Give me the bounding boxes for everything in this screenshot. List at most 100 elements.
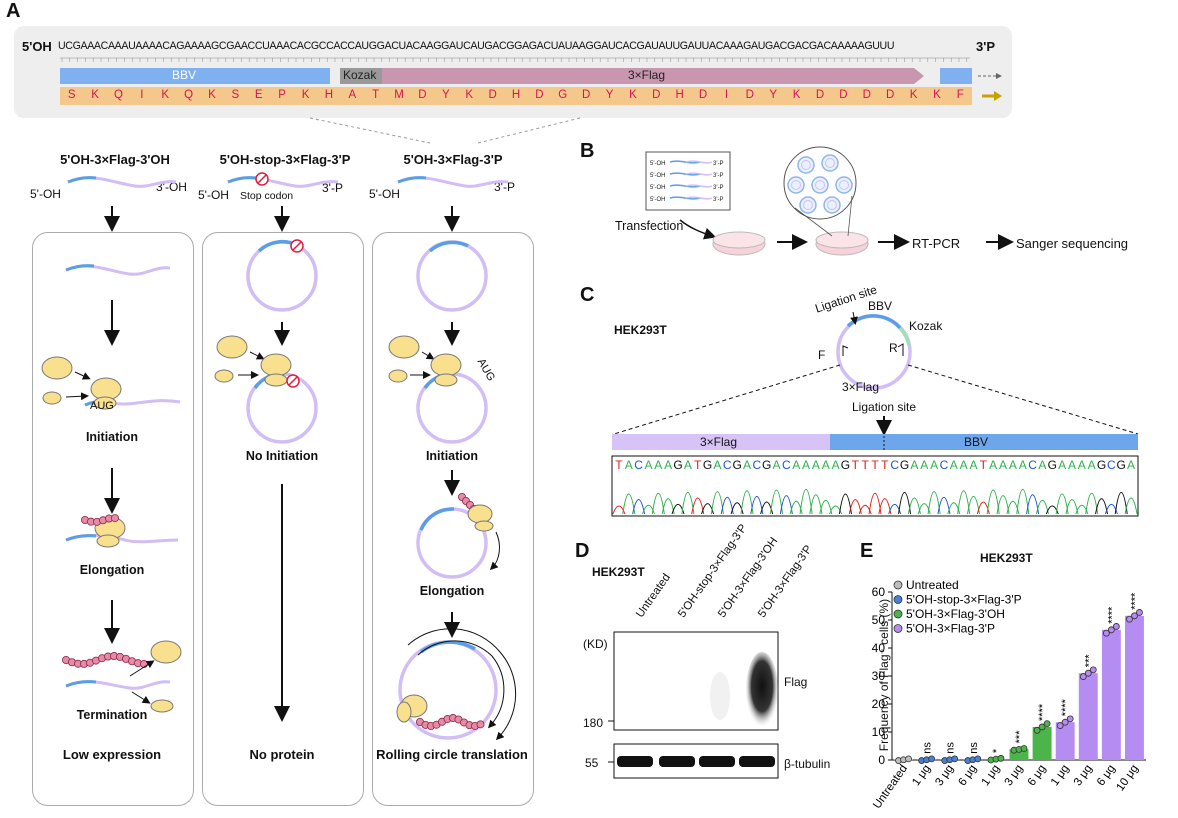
chromatogram-peak: [612, 505, 626, 515]
col3-step-elongation: Elongation: [419, 584, 485, 598]
x-tick-label: 1 μg: [980, 763, 1003, 788]
sequence-base: A: [772, 458, 781, 472]
bbv-seq-bar-label: BBV: [964, 435, 989, 449]
col1-result: Low expression: [62, 747, 162, 762]
cell-icon: [799, 196, 817, 214]
data-point: [1112, 623, 1120, 630]
data-point: [1033, 726, 1041, 734]
panel-c-label: C: [580, 284, 595, 306]
x-tick-label: 1 μg: [910, 763, 933, 788]
sequence-base: C: [890, 458, 900, 472]
chart-title: HEK293T: [980, 551, 1033, 565]
sequence-base: G: [732, 458, 742, 472]
strand-5-label: 5'-OH: [650, 197, 665, 203]
sequence-base: A: [949, 458, 958, 472]
bbv-circle-label: BBV: [868, 299, 893, 313]
ligation-site-label: Ligation site: [852, 400, 917, 414]
chromatogram-peak: [819, 499, 833, 515]
data-point: [905, 755, 912, 763]
data-point: [1066, 715, 1074, 723]
amino-acid: K: [465, 89, 474, 101]
amino-acid: K: [629, 89, 637, 101]
col2-left-end: 5'-OH: [198, 188, 229, 202]
sequence-base: G: [673, 458, 683, 472]
legend-marker: [893, 609, 903, 619]
amino-acid: Q: [184, 89, 194, 101]
sequence-base: A: [969, 458, 978, 472]
x-tick-label: 3 μg: [1072, 763, 1095, 788]
x-tick-label: 3 μg: [933, 763, 956, 788]
sequence-base: A: [654, 458, 663, 472]
col2-step-no-initiation: No Initiation: [245, 449, 319, 463]
x-tick-label: 6 μg: [1095, 763, 1118, 788]
x-tick-label: 1 μg: [1049, 763, 1072, 788]
sequence-base: A: [831, 458, 840, 472]
cell-icon: [811, 176, 829, 194]
marker-180: 180: [583, 716, 604, 730]
sequence-base: T: [881, 458, 889, 472]
amino-acid: M: [394, 89, 404, 101]
chromatogram-peak: [1104, 503, 1118, 515]
peptide-bead: [476, 720, 485, 729]
y-tick-label: 60: [872, 585, 886, 599]
flag-band-label: Flag: [784, 675, 808, 689]
chromatogram-peak: [1045, 505, 1059, 515]
chromatogram-peak: [760, 501, 774, 515]
col3-title: 5'OH-3×Flag-3'P: [403, 152, 503, 167]
sequence-base: T: [615, 458, 623, 472]
legend-marker: [893, 580, 903, 590]
cell-icon: [835, 176, 853, 194]
legend-marker: [893, 595, 903, 604]
sequence-base: G: [702, 458, 713, 472]
significance-label: ns: [945, 742, 957, 754]
amino-acid: S: [67, 89, 76, 101]
bar: [1009, 749, 1029, 760]
chromatogram-peak: [947, 502, 961, 515]
amino-acid: K: [792, 89, 801, 101]
x-tick-label: Untreated: [871, 763, 910, 811]
y-tick-label: 20: [872, 697, 886, 711]
sequence-base: A: [989, 458, 998, 472]
amino-acid: K: [91, 89, 99, 101]
amino-acid: H: [511, 89, 521, 101]
data-point: [974, 755, 982, 763]
col1-step-elongation: Elongation: [79, 563, 145, 577]
sequence-base: G: [1096, 458, 1107, 472]
flag-bar: [382, 68, 924, 84]
data-point: [951, 755, 959, 763]
chromatogram-peak: [789, 500, 803, 515]
kd-label: (KD): [583, 637, 608, 651]
chromatogram-peak: [730, 502, 744, 515]
sequence-base: C: [634, 458, 643, 472]
data-point: [928, 755, 936, 763]
data-point: [1084, 669, 1092, 677]
data-point: [1038, 723, 1046, 731]
panel-e-label: E: [860, 540, 874, 562]
strand-5-label: 5'-OH: [650, 185, 665, 191]
sequence-base: G: [899, 458, 910, 472]
rna-sequence: UCGAAACAAAUAAAACAGAAAAGCGAACCUAAACACGCCA…: [58, 40, 895, 52]
data-point: [1131, 612, 1138, 620]
amino-acid-bar: [60, 87, 972, 105]
sequence-base: A: [792, 458, 801, 472]
sequence-base: A: [920, 458, 929, 472]
bbv-bar: [60, 68, 330, 84]
sequence-base: A: [624, 458, 633, 472]
amino-acid: T: [372, 89, 380, 101]
amino-acid: K: [301, 89, 310, 101]
sequence-base: C: [722, 458, 732, 472]
legend-marker: [893, 624, 903, 633]
sequence-base: G: [761, 458, 772, 472]
amino-acid: K: [208, 89, 216, 101]
sanger-label: Sanger sequencing: [1016, 236, 1129, 251]
three-prime-label: 3'P: [976, 39, 995, 54]
amino-acid: Q: [113, 89, 123, 101]
peptide-bead: [111, 514, 120, 523]
amino-acid: A: [348, 89, 357, 101]
amino-acid: K: [909, 89, 918, 101]
chromatogram-peak: [888, 503, 902, 515]
data-point: [1020, 745, 1028, 752]
sequence-base: T: [851, 458, 859, 472]
